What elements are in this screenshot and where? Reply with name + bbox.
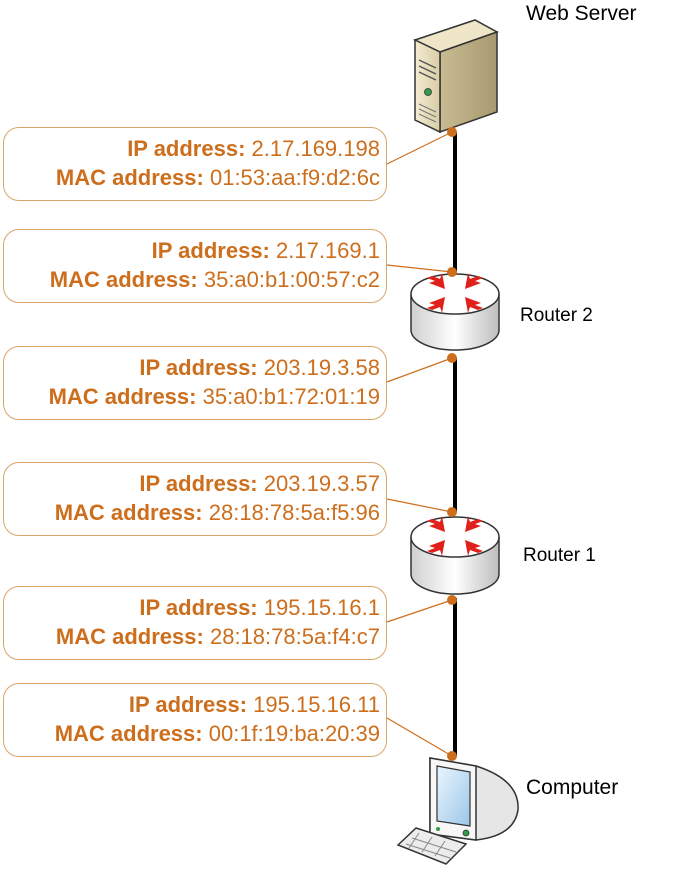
mac-value: 01:53:aa:f9:d2:6c (209, 165, 380, 190)
ip-label: IP address: (128, 692, 248, 717)
interface-box-2: IP address: 2.17.169.1 MAC address: 35:a… (3, 229, 387, 303)
mac-value: 35:a0:b1:00:57:c2 (203, 267, 380, 292)
ip-value: 195.15.16.11 (253, 692, 380, 717)
connector-3 (386, 357, 453, 383)
connector-4 (386, 498, 453, 513)
port-2 (447, 267, 457, 277)
mac-label: MAC address: (55, 624, 204, 649)
web-server-label: Web Server (526, 2, 637, 25)
mac-label: MAC address: (54, 500, 203, 525)
callout-connectors (386, 131, 453, 757)
computer-label: Computer (526, 776, 619, 799)
interface-box-5: IP address: 195.15.16.1 MAC address: 28:… (3, 586, 387, 660)
ip-value: 2.17.169.198 (251, 136, 380, 161)
connector-6 (386, 717, 453, 757)
ip-label: IP address: (139, 355, 258, 380)
ip-value: 2.17.169.1 (276, 238, 380, 263)
interface-ports (447, 127, 457, 761)
connector-1 (386, 131, 453, 165)
interface-box-3: IP address: 203.19.3.58 MAC address: 35:… (3, 346, 387, 420)
interface-box-6: IP address: 195.15.16.11 MAC address: 00… (3, 683, 387, 757)
port-3 (447, 353, 457, 363)
mac-label: MAC address: (55, 165, 204, 190)
router2-label: Router 2 (520, 305, 593, 326)
interface-box-4: IP address: 203.19.3.57 MAC address: 28:… (3, 462, 387, 536)
mac-value: 28:18:78:5a:f4:c7 (209, 624, 380, 649)
ip-value: 195.15.16.1 (263, 595, 380, 620)
computer-icon (396, 757, 519, 865)
mac-value: 28:18:78:5a:f5:96 (208, 500, 380, 525)
router1-icon (410, 516, 500, 595)
port-5 (447, 595, 457, 605)
router2-icon (410, 273, 500, 351)
connector-2 (386, 264, 453, 273)
router1-label: Router 1 (523, 545, 596, 566)
interface-box-1: IP address: 2.17.169.198 MAC address: 01… (3, 127, 387, 201)
server-icon (413, 19, 499, 134)
port-1 (447, 127, 457, 137)
ip-label: IP address: (151, 238, 270, 263)
mac-value: 00:1f:19:ba:20:39 (208, 721, 380, 746)
connector-5 (386, 599, 453, 623)
mac-label: MAC address: (54, 721, 203, 746)
mac-value: 35:a0:b1:72:01:19 (202, 384, 380, 409)
port-6 (447, 751, 457, 761)
ip-label: IP address: (139, 471, 258, 496)
ip-label: IP address: (127, 136, 246, 161)
mac-label: MAC address: (49, 267, 198, 292)
mac-label: MAC address: (48, 384, 197, 409)
ip-label: IP address: (139, 595, 258, 620)
ip-value: 203.19.3.57 (263, 471, 380, 496)
port-4 (447, 507, 457, 517)
ip-value: 203.19.3.58 (263, 355, 380, 380)
